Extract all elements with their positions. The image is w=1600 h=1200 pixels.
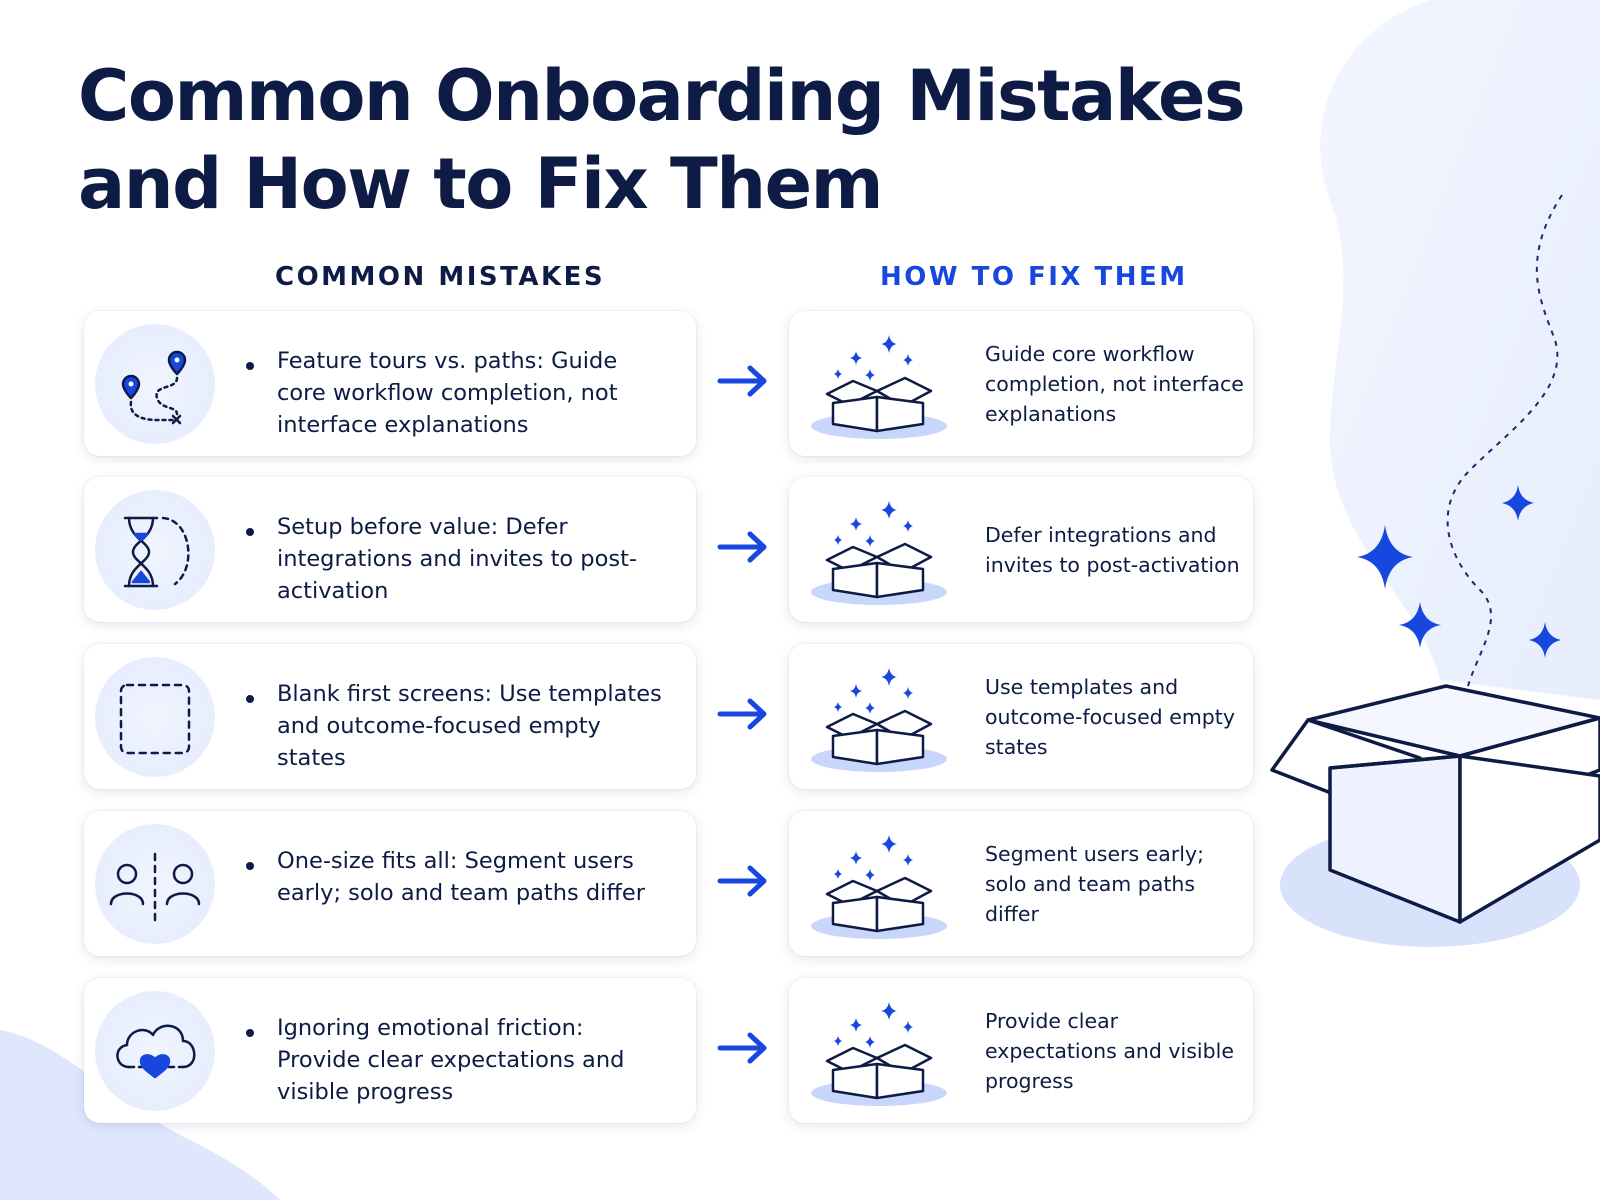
mistake-card-5: Ignoring emotional friction: Provide cle…: [84, 978, 696, 1123]
sparkle-box-icon: [811, 501, 947, 605]
mistake-card-4: One-size fits all: Segment users early; …: [84, 811, 696, 956]
mistake-text: One-size fits all: Segment users early; …: [277, 848, 645, 906]
bullet: [246, 862, 254, 870]
bullet: [246, 1029, 254, 1037]
map-route-icon: [95, 324, 215, 444]
blank-screen-icon: [95, 657, 215, 777]
mistake-text: Ignoring emotional friction: Provide cle…: [277, 1015, 625, 1105]
mistakes-column-header: COMMON MISTAKES: [275, 262, 606, 292]
title-line-1: Common Onboarding Mistakes: [78, 55, 1246, 137]
fix-card-3: Use templates and outcome-focused empty …: [789, 644, 1253, 789]
arrow-right-icon: [717, 865, 767, 897]
fixes-column-header: HOW TO FIX THEM: [880, 262, 1188, 292]
fix-text: Defer integrations and invites to post-a…: [985, 522, 1240, 577]
fix-card-5: Provide clear expectations and visible p…: [789, 978, 1253, 1123]
arrow-right-icon: [717, 531, 767, 563]
fix-text: Guide core workflow completion, not inte…: [985, 341, 1244, 426]
page-title: Common Onboarding Mistakes and How to Fi…: [78, 52, 1246, 228]
fix-card-4: Segment users early; solo and team paths…: [789, 811, 1253, 956]
two-users-icon: [95, 824, 215, 944]
mistake-text: Blank first screens: Use templates and o…: [277, 681, 662, 771]
mistake-text: Feature tours vs. paths: Guide core work…: [277, 348, 618, 438]
fix-card-2: Defer integrations and invites to post-a…: [789, 477, 1253, 622]
mistake-card-3: Blank first screens: Use templates and o…: [84, 644, 696, 789]
mistake-card-1: Feature tours vs. paths: Guide core work…: [84, 311, 696, 456]
fix-text: Segment users early; solo and team paths…: [985, 841, 1205, 926]
fix-card-1: Guide core workflow completion, not inte…: [789, 311, 1253, 456]
mistake-card-2: Setup before value: Defer integrations a…: [84, 477, 696, 622]
bullet: [246, 528, 254, 536]
cloud-heart-icon: [95, 991, 215, 1111]
hourglass-icon: [95, 490, 215, 610]
bullet: [246, 362, 254, 370]
fix-text: Use templates and outcome-focused empty …: [985, 674, 1235, 759]
sparkle-box-icon: [811, 335, 947, 439]
bullet: [246, 695, 254, 703]
sparkle-box-icon: [811, 835, 947, 939]
title-line-2: and How to Fix Them: [78, 143, 884, 225]
sparkle-box-icon: [811, 668, 947, 772]
open-box-illustration: [1270, 684, 1600, 924]
mistake-text: Setup before value: Defer integrations a…: [277, 514, 638, 604]
arrow-right-icon: [717, 365, 767, 397]
sparkle-box-icon: [811, 1002, 947, 1106]
fix-text: Provide clear expectations and visible p…: [985, 1008, 1234, 1093]
arrow-right-icon: [717, 1032, 767, 1064]
arrow-right-icon: [717, 698, 767, 730]
